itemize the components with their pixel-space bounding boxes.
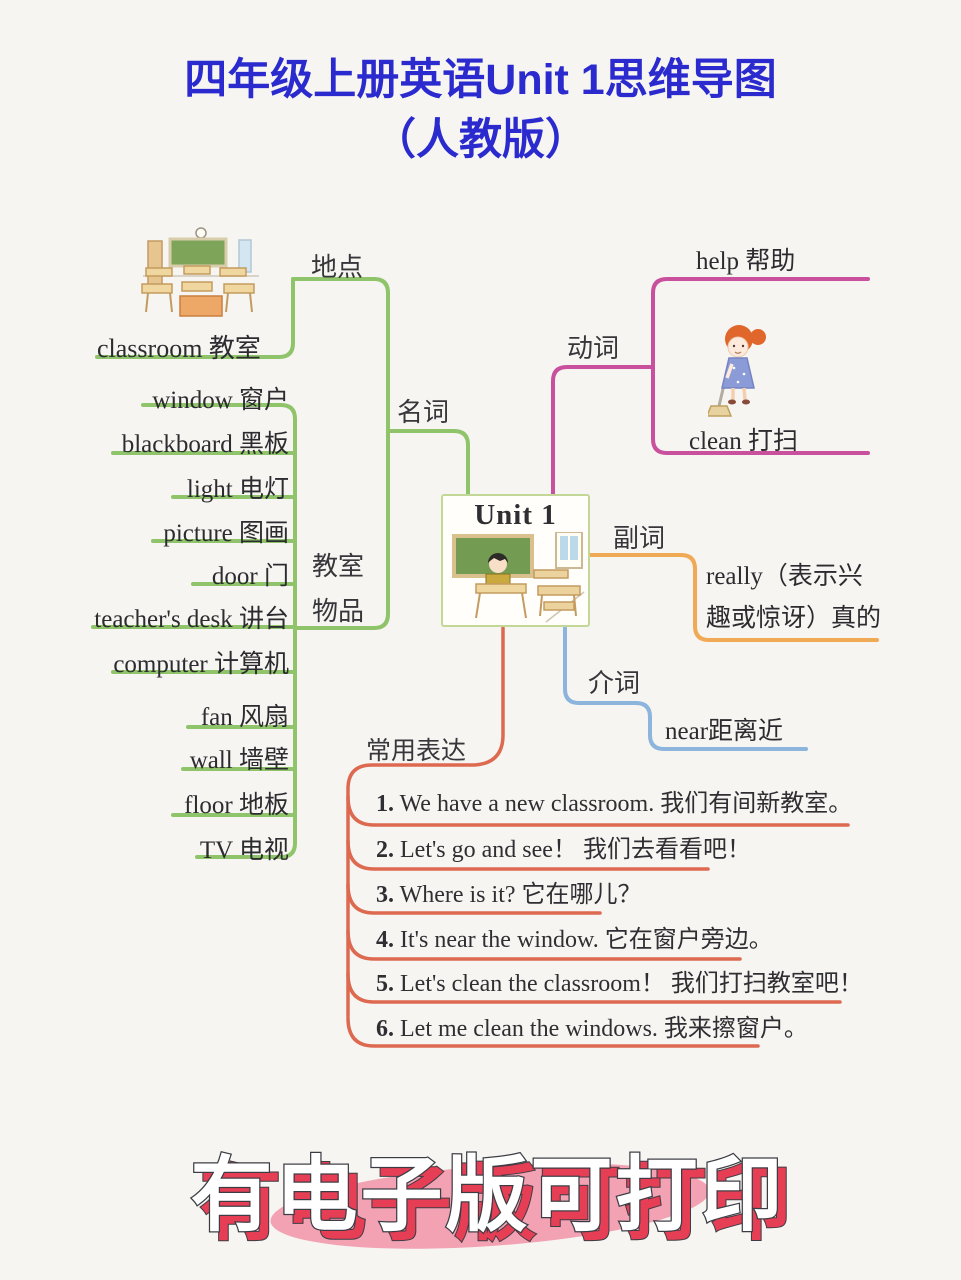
sentence-5-number: 5. bbox=[376, 971, 394, 997]
label-place: 地点 bbox=[311, 253, 364, 282]
item-blackboard: blackboard 黑板 bbox=[121, 431, 289, 458]
sentence-3-number: 3. bbox=[376, 882, 394, 908]
item-teachers-desk: teacher's desk 讲台 bbox=[94, 606, 289, 633]
sentence-5: 5. Let's clean the classroom！ 我们打扫教室吧！ bbox=[376, 970, 863, 999]
item-near: near距离近 bbox=[665, 718, 784, 745]
sentence-6: 6. Let me clean the windows. 我来擦窗户。 bbox=[376, 1015, 808, 1044]
sentence-2-english: Let's go and see！ bbox=[394, 837, 583, 863]
label-classroom: classroom 教室 bbox=[97, 334, 261, 363]
page-title: 四年级上册英语Unit 1思维导图 （人教版） bbox=[0, 50, 961, 170]
sentence-2-number: 2. bbox=[376, 837, 394, 863]
banner: 有电子版可打印 有电子版可打印 bbox=[189, 1149, 794, 1251]
label-classroom-items-line2: 物品 bbox=[312, 597, 365, 626]
item-help: help 帮助 bbox=[696, 248, 796, 275]
item-clean: clean 打扫 bbox=[689, 428, 798, 455]
sentence-1-english: We have a new classroom. bbox=[394, 791, 661, 817]
sentence-1: 1. We have a new classroom. 我们有间新教室。 bbox=[376, 790, 852, 819]
sentence-1-chinese: 我们有间新教室。 bbox=[660, 791, 853, 817]
unit1-classroom-illustration bbox=[451, 532, 584, 623]
sentence-4-chinese: 它在窗户旁边。 bbox=[604, 927, 773, 953]
classroom-illustration bbox=[141, 227, 259, 317]
sentence-6-english: Let me clean the windows. bbox=[394, 1016, 664, 1042]
label-verbs: 动词 bbox=[567, 334, 620, 363]
sentence-3: 3. Where is it? 它在哪儿？ bbox=[376, 881, 642, 910]
page-title-line1: 四年级上册英语Unit 1思维导图 bbox=[184, 56, 777, 104]
item-floor: floor 地板 bbox=[184, 792, 289, 819]
unit1-node: Unit 1 bbox=[441, 494, 590, 627]
sweeping-girl-illustration bbox=[708, 325, 766, 417]
banner-text-shadow: 有电子版可打印 bbox=[199, 1159, 794, 1250]
item-picture: picture 图画 bbox=[163, 520, 289, 547]
sentence-1-number: 1. bbox=[376, 791, 394, 817]
item-wall: wall 墙壁 bbox=[189, 747, 289, 774]
sentence-5-english: Let's clean the classroom！ bbox=[394, 971, 671, 997]
sentence-2-chinese: 我们去看看吧！ bbox=[582, 837, 751, 863]
sentence-3-english: Where is it? bbox=[394, 882, 522, 908]
label-classroom-items-line1: 教室 bbox=[312, 552, 365, 581]
sentence-4-english: It's near the window. bbox=[394, 927, 605, 953]
sentence-6-chinese: 我来擦窗户。 bbox=[663, 1016, 808, 1042]
page-title-line2: （人教版） bbox=[373, 116, 588, 164]
label-prepositions: 介词 bbox=[588, 669, 641, 698]
item-light: light 电灯 bbox=[186, 476, 289, 503]
item-door: door 门 bbox=[211, 563, 289, 590]
item-tv: TV 电视 bbox=[199, 837, 289, 864]
sentence-6-number: 6. bbox=[376, 1016, 394, 1042]
label-expressions: 常用表达 bbox=[366, 738, 467, 765]
sentence-4-number: 4. bbox=[376, 927, 394, 953]
item-computer: computer 计算机 bbox=[113, 651, 289, 678]
item-fan: fan 风扇 bbox=[200, 704, 289, 731]
sentence-2: 2. Let's go and see！ 我们去看看吧！ bbox=[376, 836, 751, 865]
label-classroom-items: 教室 物品 bbox=[312, 544, 364, 634]
sentence-5-chinese: 我们打扫教室吧！ bbox=[670, 971, 863, 997]
item-really-line2: 趣或惊讶）真的 bbox=[706, 605, 882, 632]
label-adverbs: 副词 bbox=[613, 524, 666, 553]
unit1-node-title: Unit 1 bbox=[474, 499, 557, 531]
item-window: window 窗户 bbox=[152, 387, 289, 414]
sentence-4: 4. It's near the window. 它在窗户旁边。 bbox=[376, 926, 773, 955]
banner-text: 有电子版可打印 bbox=[190, 1150, 785, 1241]
label-nouns: 名词 bbox=[397, 398, 450, 427]
sentence-3-chinese: 它在哪儿？ bbox=[521, 882, 642, 908]
item-really-line1: really（表示兴 bbox=[706, 563, 863, 590]
